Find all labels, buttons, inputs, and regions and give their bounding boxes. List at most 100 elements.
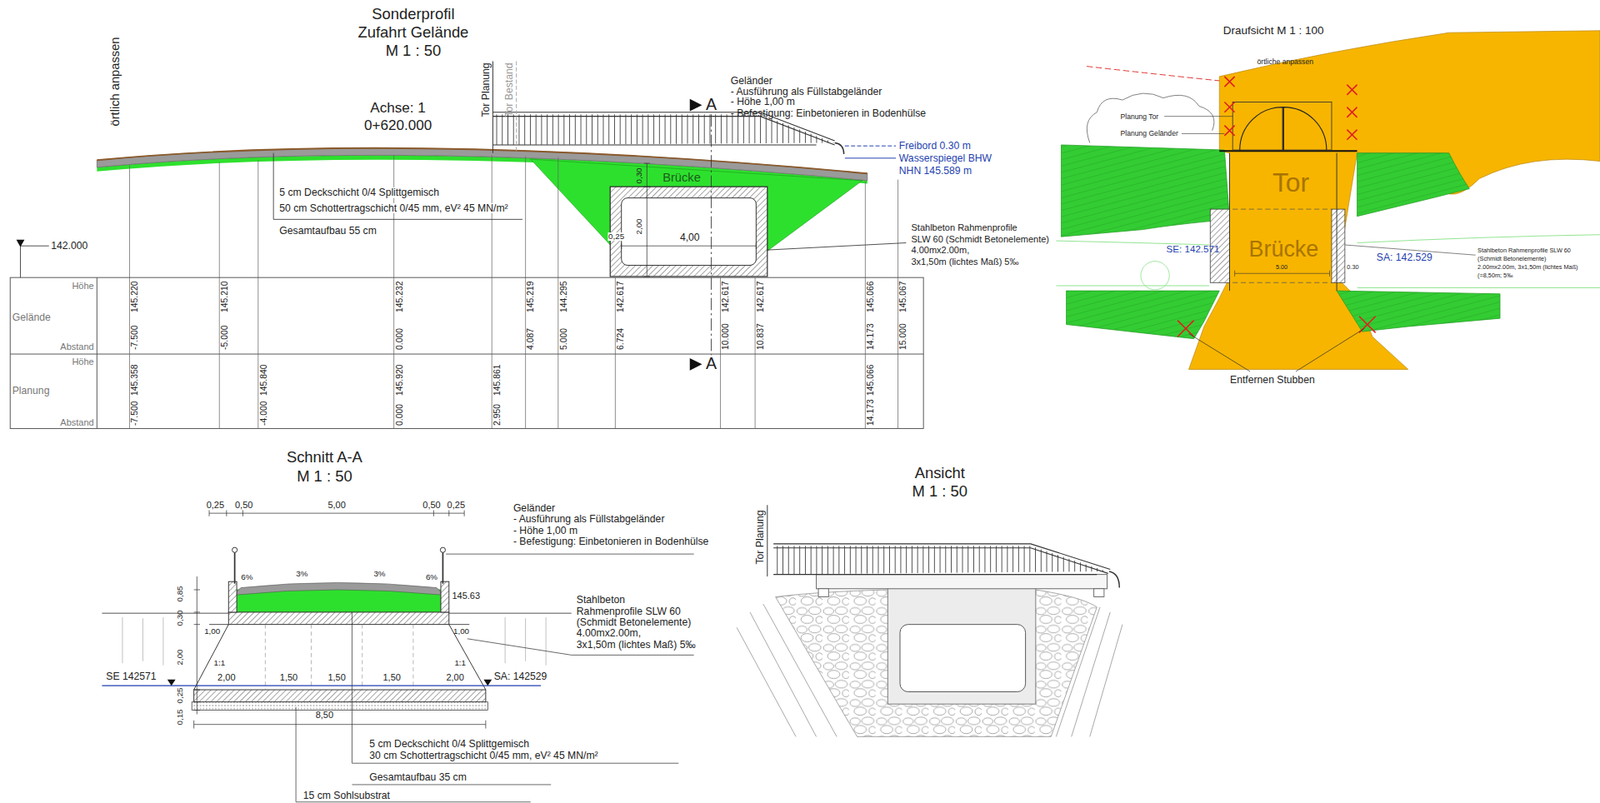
view-heading: 0+620.000 <box>364 118 432 133</box>
annotation-text: 1,00 <box>453 627 470 636</box>
elevation-view-path <box>773 544 1110 575</box>
table-value: 5.000 <box>560 328 569 350</box>
cross-section-circle <box>232 547 238 553</box>
annotation-text: 5 cm Deckschicht 0/4 Splittgemisch <box>278 187 440 198</box>
table-value: 145.220 <box>130 280 140 313</box>
annotation-text: 3% <box>373 570 385 579</box>
plan-view-path <box>1357 153 1470 217</box>
annotation-text: - Befestigung: Einbetonieren in Bodenhül… <box>730 108 926 119</box>
dimension-text: 2,00 <box>175 649 185 665</box>
annotation-text: 3% <box>295 570 308 579</box>
cross-section-polygon <box>167 680 176 686</box>
view-heading: A <box>705 96 717 114</box>
longitudinal-profile-line <box>845 157 896 159</box>
annotation-text: 2,00 <box>445 673 464 683</box>
annotation-text: (=8,50m; 5‰ <box>1477 272 1513 279</box>
cross-section-rect <box>191 702 488 711</box>
cross-section-rect <box>194 690 486 703</box>
annotation-text: 142.000 <box>50 240 88 251</box>
cross-section <box>101 510 694 802</box>
plan-view-line <box>1219 150 1357 152</box>
cross-section-path <box>194 625 486 690</box>
dimension-text: Tor Bestand <box>504 62 515 117</box>
elevation-view-rect <box>818 589 829 598</box>
annotation-text: 50 cm Schottertragschicht 0/45 mm, eV² 4… <box>278 203 509 214</box>
longitudinal-profile-line <box>710 114 712 355</box>
longitudinal-profile-rect <box>10 277 924 429</box>
annotation-text: Gesamtaufbau 55 cm <box>278 225 378 236</box>
annotation-text: 30 cm Schottertragschicht 0/45 mm, eV² 4… <box>369 750 598 761</box>
elevation-view-polygon <box>773 545 1107 575</box>
annotation-text: 0,25 <box>206 500 225 510</box>
longitudinal-profile-line <box>10 354 924 355</box>
table-value: 145.066 <box>866 280 875 313</box>
annotation-text: Draufsicht M 1 : 100 <box>1223 25 1325 37</box>
cross-section-path <box>209 510 465 516</box>
table-value: 145.232 <box>395 280 405 313</box>
annotation-text: 0,25 <box>447 500 465 510</box>
table-value: 142.617 <box>756 280 765 313</box>
longitudinal-profile-path <box>644 163 650 277</box>
annotation-text: 4,00 <box>680 232 700 243</box>
annotation-text: 1,50 <box>280 673 298 683</box>
cross-section-line <box>101 685 541 687</box>
annotation-text: Entfernen Stubben <box>1230 374 1315 385</box>
annotation-text: - Ausführung als Füllstabgeländer <box>513 514 665 525</box>
plan-view-circle <box>1140 261 1170 290</box>
table-value: -7.500 <box>130 400 140 425</box>
plan-view-rect <box>1232 101 1332 150</box>
table-value: 10.000 <box>721 323 730 350</box>
annotation-text: Planung Geländer <box>1120 130 1179 138</box>
annotation-text: Rahmenprofile SLW 60 <box>576 605 681 616</box>
plan-view-path <box>1055 235 1600 289</box>
longitudinal-profile-polygon <box>690 358 703 371</box>
longitudinal-profile-path <box>767 243 907 251</box>
annotation-text: - Befestigung: Einbetonieren in Bodenhül… <box>513 536 709 547</box>
plan-view <box>1055 30 1600 372</box>
plan-view-path <box>1066 290 1220 340</box>
view-heading: M 1 : 50 <box>385 43 441 59</box>
annotation-text: SE: 142.571 <box>1166 244 1220 255</box>
table-value: 142.617 <box>721 280 730 313</box>
dimension-text: 0,85 <box>175 585 185 602</box>
table-value: 144.295 <box>560 280 569 313</box>
annotation-text: Gesamtaufbau 35 cm <box>369 772 467 783</box>
plan-view-path <box>1177 76 1376 337</box>
view-heading: Tor <box>1272 170 1310 197</box>
table-value: 14.173 <box>866 399 875 426</box>
annotation-text: SA: 142.529 <box>1376 251 1433 262</box>
annotation-text: Geländer <box>730 75 773 86</box>
cross-section-path <box>235 550 444 584</box>
annotation-text: Brücke <box>662 171 701 185</box>
plan-view-path <box>1232 209 1332 283</box>
table-value: 145.067 <box>899 280 908 313</box>
annotation-text: - Ausführung als Füllstabgeländer <box>730 86 883 97</box>
annotation-text: (Schmidt Betonelemente) <box>576 617 692 628</box>
longitudinal-profile-rect <box>610 186 768 277</box>
cross-section-rect <box>440 581 450 613</box>
view-heading: Brücke <box>1249 237 1320 260</box>
table-row-label: Höhe <box>71 280 94 290</box>
plan-view-path <box>1240 107 1327 150</box>
elevation-view-line <box>766 505 768 577</box>
view-heading: Ansicht <box>915 465 965 481</box>
longitudinal-profile-polygon <box>690 99 703 112</box>
longitudinal-profile-polygon <box>492 114 835 145</box>
annotation-text: 2.00mx2.00m, 3x1,50m (lichtes Maß) <box>1477 264 1578 270</box>
annotation-text: Stahlbeton <box>576 595 625 605</box>
table-row-label: Abstand <box>60 417 94 427</box>
annotation-text: 2,00 <box>217 673 235 683</box>
dimension-text: 0,15 <box>175 709 185 725</box>
annotation-text: Freibord 0.30 m <box>899 140 971 151</box>
longitudinal-profile-line <box>492 60 494 153</box>
view-heading: M 1 : 50 <box>296 469 352 485</box>
dimension-text: 0,25 <box>175 688 185 705</box>
annotation-text: Stahlbeton Rahmenprofile <box>911 223 1018 233</box>
plan-view-path <box>1086 93 1215 143</box>
annotation-text: 0,25 <box>607 232 625 241</box>
plan-view-path <box>1230 153 1338 291</box>
annotation-text: 5 cm Deckschicht 0/4 Splittgemisch <box>369 739 530 750</box>
table-value: 145.861 <box>493 365 502 397</box>
longitudinal-profile-path <box>20 245 49 278</box>
